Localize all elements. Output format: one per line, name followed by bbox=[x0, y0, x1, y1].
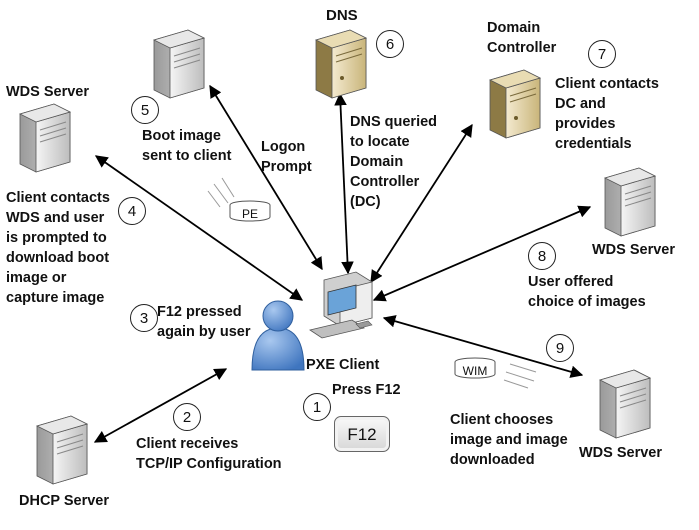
step-number-2: 2 bbox=[173, 403, 201, 431]
step-text-1: Press F12 bbox=[332, 382, 401, 398]
server-icon bbox=[604, 167, 656, 237]
step-text-4: Client contacts WDS and user is prompted… bbox=[6, 190, 110, 306]
server-icon bbox=[315, 29, 367, 99]
step-number-9: 9 bbox=[546, 334, 574, 362]
step-text-9: Client chooses image and image downloade… bbox=[450, 412, 568, 468]
server-icon bbox=[489, 69, 541, 139]
server-icon bbox=[19, 103, 71, 173]
arrow-wds-right bbox=[372, 205, 592, 302]
step-number-5: 5 bbox=[131, 96, 159, 124]
disk-label-wim: WIM bbox=[462, 364, 488, 378]
arrow-wds-bottom-right bbox=[382, 315, 584, 378]
step-text-3: F12 pressed again by user bbox=[157, 304, 251, 340]
step-number-3: 3 bbox=[130, 304, 158, 332]
step-number-6: 6 bbox=[376, 30, 404, 58]
computer-icon bbox=[309, 271, 373, 339]
domain-controller-label: Domain Controller bbox=[487, 20, 557, 56]
step-number-8: 8 bbox=[528, 242, 556, 270]
arrow-boot-image bbox=[209, 84, 323, 271]
server-icon bbox=[36, 415, 88, 485]
step-text-7: Client contacts DC and provides credenti… bbox=[555, 76, 659, 152]
user-icon bbox=[251, 300, 305, 371]
step-number-1: 1 bbox=[303, 393, 331, 421]
step-text-5: Boot image sent to client bbox=[142, 128, 232, 164]
disk-label-pe: PE bbox=[241, 207, 258, 221]
pxe-client-label: PXE Client bbox=[306, 357, 380, 373]
server-icon bbox=[153, 29, 205, 99]
server-icon bbox=[599, 369, 651, 439]
step-text-8: User offered choice of images bbox=[528, 274, 646, 310]
step-number-4: 4 bbox=[118, 197, 146, 225]
arrows bbox=[93, 84, 592, 443]
step-text-6: DNS queried to locate Domain Controller … bbox=[350, 114, 438, 210]
wds-server-bottom-right-label: WDS Server bbox=[579, 445, 663, 461]
f12-key-icon: F12 bbox=[334, 416, 390, 452]
arrow-wds-top-left bbox=[94, 155, 304, 301]
dhcp-server-label: DHCP Server bbox=[19, 493, 110, 509]
arrow-dhcp bbox=[93, 368, 228, 443]
disk-motion-lines bbox=[207, 177, 537, 389]
step-number-7: 7 bbox=[588, 40, 616, 68]
logon-prompt-label: Logon Prompt bbox=[261, 139, 312, 175]
dns-label: DNS bbox=[326, 7, 358, 24]
wds-server-right-label: WDS Server bbox=[592, 242, 676, 258]
step-text-2: Client receives TCP/IP Configuration bbox=[136, 436, 282, 472]
arrow-dns bbox=[334, 92, 354, 275]
wds-server-top-left-label: WDS Server bbox=[6, 84, 90, 100]
